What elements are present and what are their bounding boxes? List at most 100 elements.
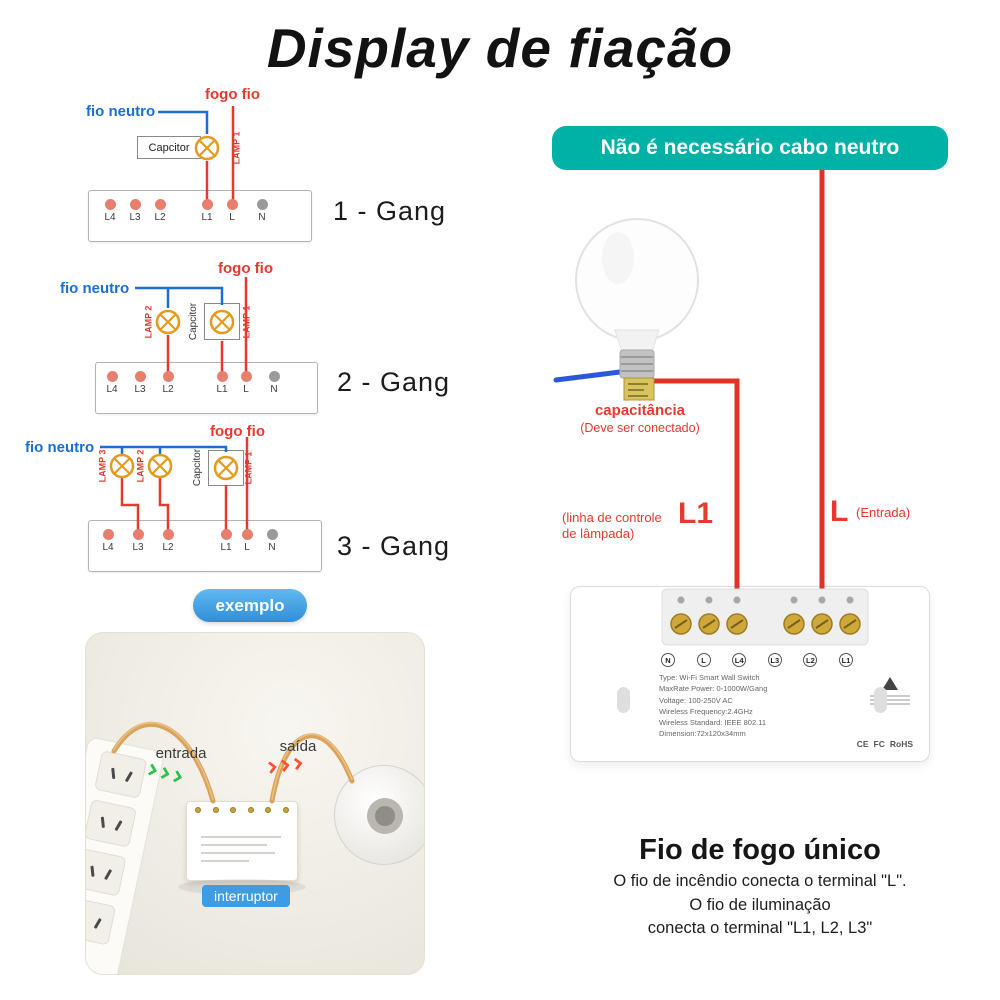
light-bulb: [575, 218, 699, 401]
print-line: [201, 860, 249, 862]
gang3-lamp2-icon: [147, 453, 173, 484]
gang1-terminal-dot-l3: [129, 198, 141, 210]
arrow-chevron: [169, 770, 183, 783]
gang2-lamp2-label: LAMP 2: [143, 305, 154, 339]
gang2-terminal-dot-l2: [162, 370, 174, 382]
caution-block: [867, 677, 913, 705]
terminal-letter-n: N: [661, 653, 675, 667]
screw: [247, 807, 254, 813]
outlet-slot: [104, 869, 113, 881]
capacitancia-label: capacitância: [594, 402, 686, 419]
gang3-lamp3-icon: [109, 453, 135, 484]
outlet: [86, 896, 117, 946]
gang2-terminal-dot-l1: [216, 370, 228, 382]
photo-switch-print: [201, 836, 283, 868]
gang3-terminal-label: L3: [132, 542, 144, 553]
gang2-terminal-label: L2: [162, 384, 174, 395]
gang2-capacitor-label: Capcitor: [188, 302, 200, 341]
gang3-capacitor-label: Capcitor: [192, 448, 204, 487]
spec-type: Type: Wi-Fi Smart Wall Switch: [659, 673, 760, 682]
fcc-mark: FC: [873, 739, 885, 749]
screw: [230, 807, 237, 813]
saida-label: saída: [279, 738, 317, 755]
screw: [282, 807, 289, 813]
gang3-switch-plate: [88, 520, 322, 572]
photo-switch-terminals: [195, 807, 289, 813]
gang1-terminal-label: L: [229, 212, 235, 223]
screw: [195, 807, 201, 813]
gang3-terminal-label: L4: [102, 542, 114, 553]
gang3-terminal-label: L1: [220, 542, 232, 553]
example-photo: entrada saída interruptor: [85, 632, 425, 975]
smart-switch-spec-label: N L L4 L3 L2 L1 Type: Wi-Fi Smart Wall S…: [659, 653, 859, 757]
l1-wire-label: L1: [678, 497, 714, 530]
arrow-chevron: [264, 761, 277, 774]
gang2-lamp1-label: LAMP 1: [241, 305, 252, 339]
panel-wires: [553, 163, 825, 623]
arrow-chevron: [290, 757, 303, 771]
l-wire-label: L: [830, 495, 849, 528]
gang1-terminal-label: N: [258, 212, 266, 223]
capacitancia-note: (Deve ser conectado): [580, 421, 700, 435]
gang1-terminal-dot-l2: [154, 198, 166, 210]
outlet-slot: [114, 820, 123, 832]
interruptor-badge: interruptor: [202, 885, 290, 907]
gang1-fogo-label: fogo fio: [205, 86, 260, 103]
gang2-neutro-label: fio neutro: [60, 280, 130, 297]
gang3-terminal-dot-l4: [102, 528, 114, 540]
photo-wall-switch: [186, 801, 298, 881]
gang3-terminal-label: L2: [162, 542, 174, 553]
gang1-terminal-label: L3: [129, 212, 141, 223]
gang2-terminal-dot-l3: [134, 370, 146, 382]
terminal-letter-l3: L3: [767, 653, 782, 667]
outlet-slot: [111, 767, 116, 780]
arrow-chevron: [277, 759, 290, 773]
screw: [212, 807, 219, 813]
l1-note: (linha de controle de lâmpada): [562, 510, 662, 543]
outlet: [94, 750, 148, 799]
gang1-capacitor-box: Capcitor: [137, 136, 201, 159]
gang2-terminal-dot-n: [268, 370, 280, 382]
gang2-terminal-dot-l4: [106, 370, 118, 382]
gang3-terminal-dot-n: [266, 528, 278, 540]
rohs-mark: RoHS: [889, 739, 913, 749]
warning-triangle-icon: [882, 677, 898, 690]
lamp-socket-inner: [375, 806, 395, 826]
terminal-letter-l: L: [696, 653, 711, 667]
gang1-switch-plate: [88, 190, 312, 242]
caution-text-line: [870, 703, 910, 705]
outlet-slot: [90, 865, 95, 877]
entrada-label: entrada: [155, 745, 207, 762]
caution-text-line: [870, 695, 910, 697]
spec-power: MaxRate Power: 0-1000W/Gang: [659, 684, 768, 694]
mounting-slot-left: [617, 687, 630, 713]
outlet-slot: [93, 917, 102, 929]
gang3-lamp1-label: LAMP 1: [243, 451, 254, 485]
exemplo-badge: exemplo: [193, 589, 307, 622]
certification-marks: CE FC RoHS: [857, 739, 913, 749]
terminal-letter-l1: L1: [838, 653, 853, 667]
outlet-slot: [124, 771, 133, 783]
gang3-terminal-dot-l2: [162, 528, 174, 540]
gang1-terminal-label: L4: [104, 212, 116, 223]
gang2-title: 2 - Gang: [337, 367, 451, 397]
footer-text-line3: conecta o terminal "L1, L2, L3": [647, 919, 873, 937]
gang3-terminal-dot-l3: [132, 528, 144, 540]
gang1-terminal-dot-l: [226, 198, 238, 210]
gang2-terminal-label: L4: [106, 384, 118, 395]
print-line: [201, 836, 281, 838]
gang3-lamp1-icon: [213, 455, 239, 486]
gang1-lamp1-label: LAMP 1: [231, 131, 242, 165]
gang3-fogo-label: fogo fio: [210, 423, 265, 440]
gang2-terminal-dot-l: [240, 370, 252, 382]
smart-switch-back: N L L4 L3 L2 L1 Type: Wi-Fi Smart Wall S…: [570, 586, 930, 762]
gang2-lamp1-icon: [209, 309, 235, 340]
gang2-switch-plate: [95, 362, 318, 414]
gang3-terminal-label: N: [268, 542, 276, 553]
spec-dimension: Dimension:72x120x34mm: [659, 729, 746, 739]
gang3-terminal-dot-l: [241, 528, 253, 540]
switch-terminal-letters: N L L4 L3 L2 L1: [661, 653, 853, 667]
spec-standard: Wireless Standard: IEEE 802.11: [659, 718, 766, 727]
terminal-letter-l4: L4: [732, 653, 747, 667]
